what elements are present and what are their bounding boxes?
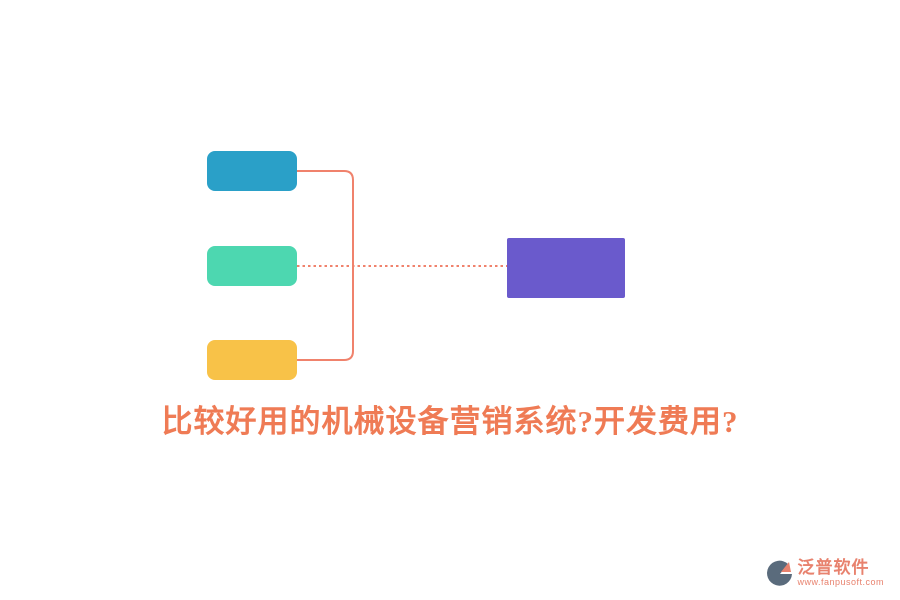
brand-name: 泛普软件 [797, 558, 870, 578]
fanpu-logo-icon [767, 560, 793, 586]
flow-node-bottom [207, 340, 297, 380]
page-title: 比较好用的机械设备营销系统?开发费用? [161, 404, 739, 439]
brand-texts: 泛普软件 www.fanpusoft.com [797, 559, 884, 588]
brand-footer: 泛普软件 www.fanpusoft.com [767, 559, 884, 588]
flow-node-result [507, 238, 625, 298]
flow-node-top [207, 151, 297, 191]
flow-node-middle [207, 246, 297, 286]
brand-url: www.fanpusoft.com [797, 577, 884, 588]
bracket-connector [297, 170, 354, 361]
